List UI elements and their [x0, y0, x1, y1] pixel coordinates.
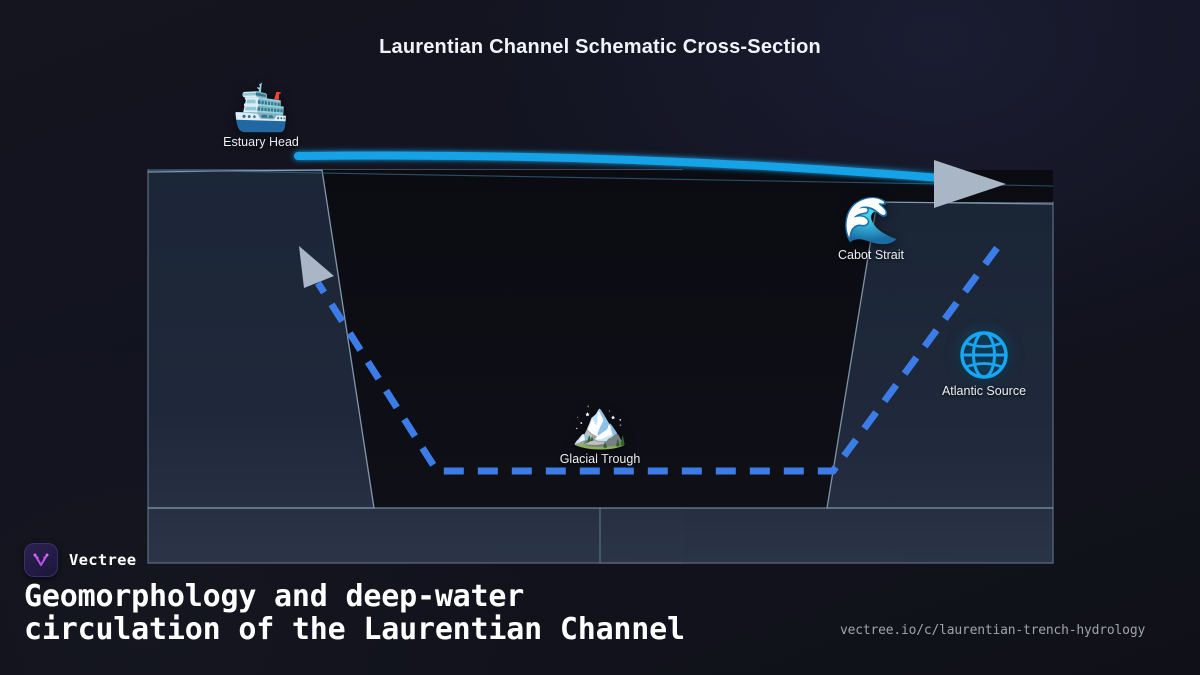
sea-surface-reference-line	[149, 169, 1054, 187]
node-glacial-trough[interactable]: 🏔️ Glacial Trough	[550, 398, 650, 466]
channel-basin	[322, 170, 1053, 508]
globe-meridians-icon	[957, 328, 1011, 382]
node-label-cabot-strait: Cabot Strait	[837, 248, 904, 262]
passenger-ship-emoji: 🛳️	[232, 81, 290, 133]
source-url: vectree.io/c/laurentian-trench-hydrology	[840, 623, 1146, 638]
node-label-atlantic-source: Atlantic Source	[941, 384, 1027, 398]
figure-title: Laurentian Channel Schematic Cross-Secti…	[379, 36, 821, 58]
deep-inflow-path	[315, 245, 1000, 475]
ocean-wave-emoji: 🌊	[842, 194, 900, 246]
node-label-estuary-head: Estuary Head	[223, 135, 299, 149]
snow-capped-mountain-emoji: 🏔️	[571, 398, 629, 450]
deep-inflow-arrowhead	[299, 246, 334, 288]
vectree-tree-icon	[24, 543, 58, 577]
node-estuary-head[interactable]: 🛳️ Estuary Head	[211, 81, 311, 149]
right-bank-outline	[826, 201, 1054, 509]
brand-lockup: Vectree	[24, 543, 136, 577]
node-cabot-strait[interactable]: 🌊 Cabot Strait	[821, 194, 921, 262]
node-label-glacial-trough: Glacial Trough	[559, 452, 641, 466]
brand-name: Vectree	[69, 551, 137, 569]
caption-line-1: Geomorphology and deep-water	[24, 579, 525, 614]
surface-outflow-arrowhead	[934, 160, 1006, 208]
surface-outflow-path	[294, 151, 944, 182]
caption-line-2: circulation of the Laurentian Channel	[24, 612, 685, 647]
node-atlantic-source[interactable]: Atlantic Source	[924, 328, 1044, 398]
